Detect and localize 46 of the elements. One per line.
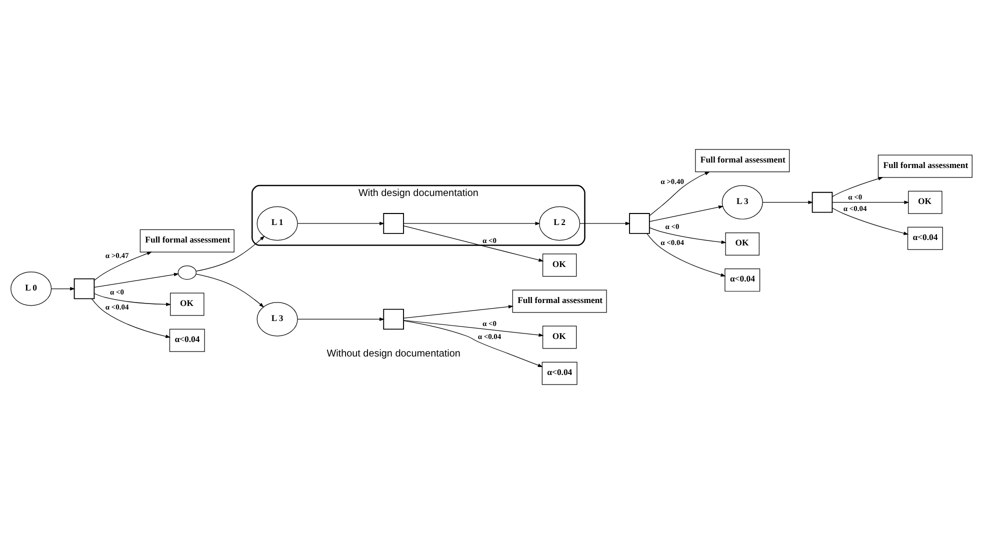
node-ellipse: L 2: [539, 206, 580, 241]
arrow: [649, 205, 724, 222]
node-box: [383, 308, 404, 330]
arrow: [196, 236, 265, 272]
node-box: OK: [170, 292, 204, 316]
arrow: [649, 227, 726, 244]
arrow: [403, 226, 544, 262]
node-box: Full formal assessment: [878, 154, 972, 178]
node-box: Full formal assessment: [512, 290, 607, 313]
node-box: [629, 213, 650, 234]
label: Without design documentation: [326, 348, 460, 360]
arrow: [762, 200, 814, 204]
arrow: [646, 233, 726, 277]
arrow: [403, 320, 544, 337]
arrow: [196, 274, 264, 308]
node-box: Full formal assessment: [140, 229, 234, 252]
node-box: OK: [725, 232, 760, 256]
node-box: [74, 278, 95, 300]
node-box: α<0.04: [542, 362, 578, 385]
arrow: [297, 222, 384, 226]
arrow: [91, 298, 171, 338]
node-box: α<0.04: [724, 268, 760, 292]
arrow: [832, 208, 909, 235]
arrow: [580, 222, 630, 226]
node-box: Full formal assessment: [695, 149, 790, 172]
arrow: [297, 317, 384, 321]
node-ellipse: L 3: [722, 185, 763, 220]
node-box: OK: [542, 254, 577, 277]
arrow: [94, 252, 152, 281]
arrow: [51, 287, 76, 290]
node-box: OK: [542, 326, 577, 349]
arrow: [403, 222, 540, 226]
node-box: α<0.04: [169, 328, 205, 352]
node-box: [383, 213, 404, 234]
node-ellipse: [178, 265, 196, 280]
arrow: [403, 320, 543, 368]
node-box: α<0.04: [907, 226, 943, 250]
arrow: [94, 293, 172, 306]
node-box: OK: [908, 190, 942, 214]
node-ellipse: L 0: [10, 272, 52, 306]
arrow: [832, 176, 884, 197]
arrow: [94, 272, 179, 288]
node-box: [812, 192, 833, 213]
arrow: [832, 200, 910, 204]
arrow: [649, 172, 710, 216]
arrow: [403, 305, 514, 319]
